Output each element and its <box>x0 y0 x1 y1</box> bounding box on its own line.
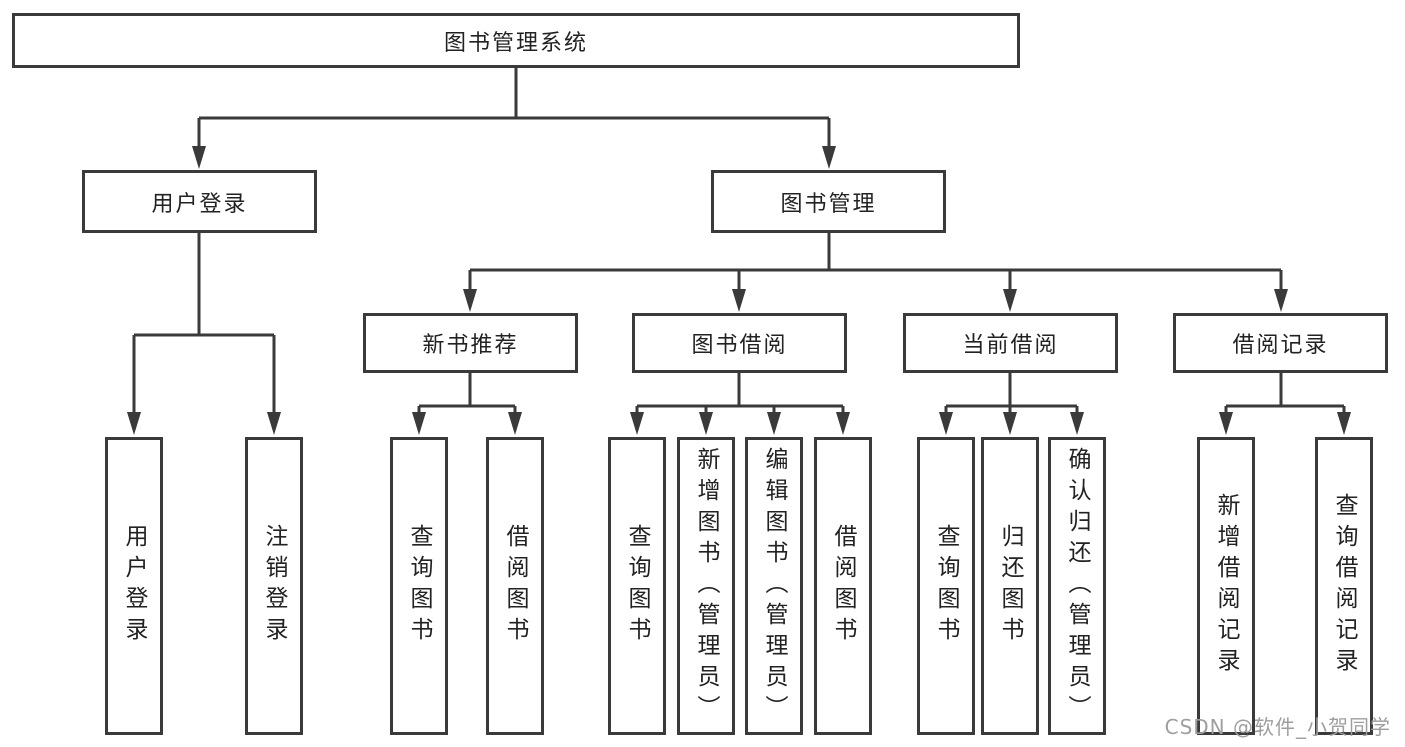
leaf-query-book-borrow: 查询图书 <box>608 437 666 735</box>
leaf-confirm-return-admin: 确认归还（管理员） <box>1048 437 1106 735</box>
leaf-query-book-recommend: 查询图书 <box>390 437 448 735</box>
node-library-management-system: 图书管理系统 <box>12 13 1020 68</box>
leaf-borrow-book: 借阅图书 <box>814 437 872 735</box>
leaf-logout: 注销登录 <box>245 437 303 735</box>
node-new-book-recommend: 新书推荐 <box>363 313 578 373</box>
leaf-add-book-admin: 新增图书（管理员） <box>677 437 735 735</box>
leaf-query-borrow-record: 查询借阅记录 <box>1315 437 1373 735</box>
node-book-borrow: 图书借阅 <box>632 313 847 373</box>
leaf-user-login: 用户登录 <box>105 437 163 735</box>
node-book-management: 图书管理 <box>711 170 946 233</box>
leaf-borrow-book-recommend: 借阅图书 <box>486 437 544 735</box>
leaf-query-book-current: 查询图书 <box>917 437 975 735</box>
leaf-return-book: 归还图书 <box>981 437 1039 735</box>
node-user-login: 用户登录 <box>82 170 317 233</box>
leaf-edit-book-admin: 编辑图书（管理员） <box>745 437 803 735</box>
node-current-borrow: 当前借阅 <box>903 313 1118 373</box>
node-borrow-records: 借阅记录 <box>1173 313 1388 373</box>
leaf-add-borrow-record: 新增借阅记录 <box>1197 437 1255 735</box>
